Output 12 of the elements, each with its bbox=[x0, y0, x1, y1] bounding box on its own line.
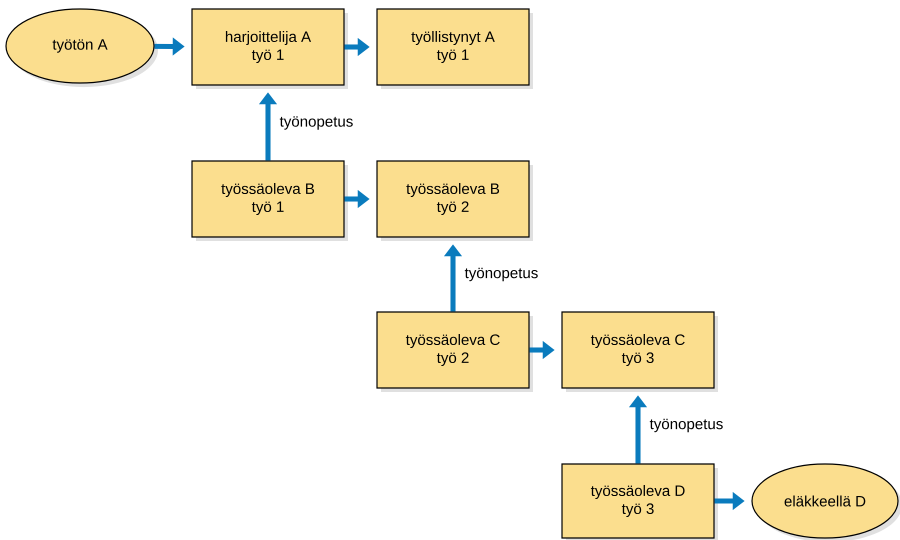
process-box: työssäoleva C työ 2 bbox=[376, 311, 530, 389]
process-box: työssäoleva B työ 2 bbox=[376, 160, 530, 238]
ellipse-node: työtön A bbox=[5, 8, 155, 84]
edge-label: työnopetus bbox=[650, 418, 723, 432]
edge-label: työnopetus bbox=[280, 116, 353, 130]
process-box: työllistynyt A työ 1 bbox=[376, 8, 530, 86]
ellipse-node: eläkkeellä D bbox=[751, 463, 899, 539]
process-box: työssäoleva C työ 3 bbox=[561, 311, 715, 389]
edge-label: työnopetus bbox=[464, 268, 538, 282]
process-box: työssäoleva B työ 1 bbox=[191, 160, 345, 238]
process-box: työssäoleva D työ 3 bbox=[561, 463, 715, 539]
process-box: harjoittelija A työ 1 bbox=[191, 8, 345, 86]
